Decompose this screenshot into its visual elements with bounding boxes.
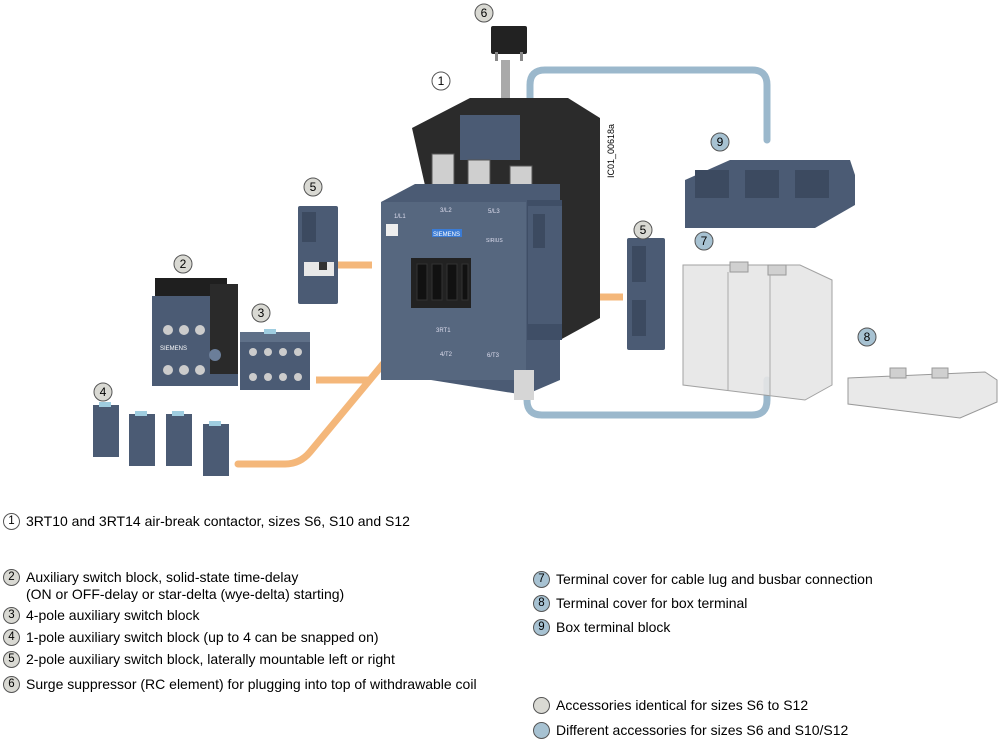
callout-8: 8	[857, 327, 877, 347]
aux-time-delay-block: SIEMENS	[152, 278, 238, 386]
legend-marker-9: 9	[533, 619, 550, 636]
svg-text:9: 9	[717, 135, 724, 149]
legend-item-3: 3 4-pole auxiliary switch block	[3, 607, 200, 624]
legend-item-7: 7 Terminal cover for cable lug and busba…	[533, 571, 873, 588]
legend-swatch-blue	[533, 722, 550, 739]
box-terminal-block	[685, 160, 855, 228]
callout-9: 9	[710, 132, 730, 152]
contactor-model: SIRIUS	[486, 238, 503, 244]
aux-time-delay-brand: SIEMENS	[160, 346, 187, 352]
legend-marker-7: 7	[533, 571, 550, 588]
legend-item-6: 6 Surge suppressor (RC element) for plug…	[3, 676, 477, 693]
svg-text:8: 8	[864, 330, 871, 344]
legend-text-3: 4-pole auxiliary switch block	[26, 607, 200, 623]
legend-text-2-line2: (ON or OFF-delay or star-delta (wye-delt…	[26, 586, 345, 602]
legend-key-blue: Different accessories for sizes S6 and S…	[533, 722, 848, 739]
legend-marker-6: 6	[3, 676, 20, 693]
legend-marker-5: 5	[3, 651, 20, 668]
svg-text:4: 4	[100, 385, 107, 399]
callout-3: 3	[251, 303, 271, 323]
aux-switch-2pole-right	[627, 238, 665, 350]
legend-marker-3: 3	[3, 607, 20, 624]
legend-item-9: 9 Box terminal block	[533, 619, 670, 636]
legend-marker-2: 2	[3, 569, 20, 586]
svg-text:3: 3	[258, 306, 265, 320]
svg-text:1: 1	[438, 74, 445, 88]
contactor-label-t3: 6/T3	[487, 353, 500, 359]
svg-text:7: 7	[701, 234, 708, 248]
legend-text-9: Box terminal block	[556, 619, 671, 635]
legend-marker-4: 4	[3, 629, 20, 646]
aux-switch-4pole	[240, 329, 310, 390]
guide-line-top-blue	[526, 66, 771, 154]
callout-6: 6	[474, 3, 494, 23]
aux-switch-2pole-left	[298, 206, 338, 304]
callout-5-left: 5	[303, 177, 323, 197]
legend-key-gray: Accessories identical for sizes S6 to S1…	[533, 697, 808, 714]
legend-text-7: Terminal cover for cable lug and busbar …	[556, 571, 873, 587]
surge-suppressor	[491, 26, 527, 61]
terminal-cover-box	[847, 367, 998, 419]
legend-text-5: 2-pole auxiliary switch block, laterally…	[26, 651, 395, 667]
suppressor-stem	[501, 60, 510, 118]
legend-marker-8: 8	[533, 595, 550, 612]
callout-4: 4	[93, 382, 113, 402]
guide-line-orange-4	[234, 283, 451, 468]
svg-text:5: 5	[640, 223, 647, 237]
contactor-label-l1: 1/L1	[394, 214, 406, 220]
legend-item-8: 8 Terminal cover for box terminal	[533, 595, 747, 612]
legend-item-2: 2 Auxiliary switch block, solid-state ti…	[3, 569, 344, 603]
contactor-label-l2: 3/L2	[440, 208, 452, 214]
callout-2: 2	[173, 254, 193, 274]
guide-line-bottom-blue	[523, 371, 771, 419]
legend-item-1: 1 3RT10 and 3RT14 air-break contactor, s…	[3, 513, 410, 530]
contactor-label-l3: 5/L3	[488, 209, 500, 215]
callout-7: 7	[694, 231, 714, 251]
legend-text-4: 1-pole auxiliary switch block (up to 4 c…	[26, 629, 379, 645]
legend-marker-1: 1	[3, 513, 20, 530]
legend-text-6: Surge suppressor (RC element) for pluggi…	[26, 676, 477, 692]
contactor-side-block	[528, 206, 562, 324]
callout-1: 1	[431, 71, 451, 91]
exploded-view: 1/L1 3/L2 5/L3 SIEMENS SIRIUS 3RT1 4/T2 …	[93, 3, 998, 476]
contactor-brand: SIEMENS	[433, 232, 460, 238]
legend-item-5: 5 2-pole auxiliary switch block, lateral…	[3, 651, 395, 668]
main-contactor: 1/L1 3/L2 5/L3 SIEMENS SIRIUS 3RT1 4/T2 …	[381, 98, 600, 400]
svg-text:2: 2	[180, 257, 187, 271]
legend-key-blue-text: Different accessories for sizes S6 and S…	[556, 722, 849, 738]
aux-switch-1pole-set	[93, 402, 229, 476]
terminal-cover-cable-lug	[682, 261, 833, 401]
legend-text-2: Auxiliary switch block, solid-state time…	[26, 569, 344, 603]
legend-text-1: 3RT10 and 3RT14 air-break contactor, siz…	[26, 513, 410, 529]
callout-5-right: 5	[633, 220, 653, 240]
svg-text:6: 6	[481, 6, 488, 20]
figure-code: IC01_00618a	[606, 124, 616, 178]
legend-item-4: 4 1-pole auxiliary switch block (up to 4…	[3, 629, 379, 646]
legend-text-8: Terminal cover for box terminal	[556, 595, 748, 611]
legend-swatch-gray	[533, 697, 550, 714]
contactor-label-t2: 4/T2	[440, 352, 453, 358]
svg-text:5: 5	[310, 180, 317, 194]
legend-key-gray-text: Accessories identical for sizes S6 to S1…	[556, 697, 809, 713]
legend-text-2-line1: Auxiliary switch block, solid-state time…	[26, 569, 299, 585]
contactor-type: 3RT1	[436, 328, 451, 334]
